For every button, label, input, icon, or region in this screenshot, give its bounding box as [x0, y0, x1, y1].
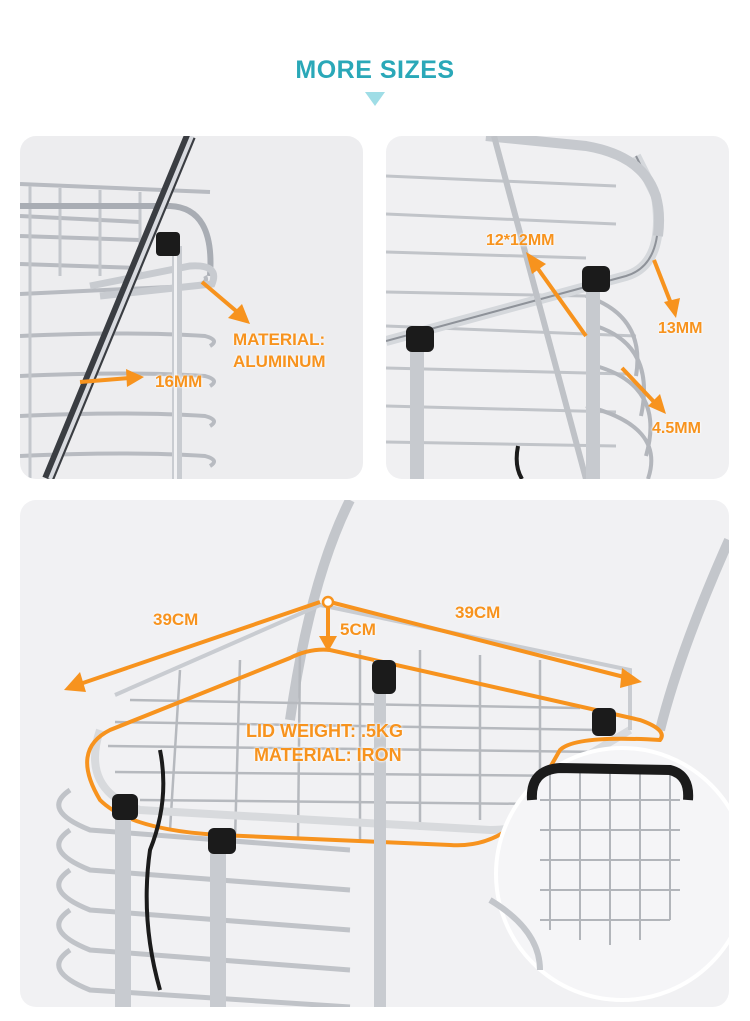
- frame-photo: [20, 136, 250, 479]
- grid-size-label: 12*12MM: [486, 232, 555, 249]
- photo-panel-frame-material: MATERIAL: ALUMINUM 16MM: [20, 136, 363, 479]
- lid-height-label: 5CM: [340, 620, 376, 639]
- material-label-line1: MATERIAL:: [233, 330, 326, 349]
- tube-size-label: 16MM: [155, 372, 203, 391]
- rim-size-label: 13MM: [658, 320, 703, 337]
- photo-panel-lid-dimensions: 39CM 39CM 5CM LID WEIGHT: .5KG MATERIAL:…: [20, 500, 729, 1007]
- width-right-label: 39CM: [455, 603, 501, 622]
- lid-photo: [56, 500, 729, 1007]
- down-triangle-icon: [365, 92, 385, 106]
- wire-size-label: 4.5MM: [652, 420, 701, 437]
- material-label-line2: ALUMINUM: [233, 352, 326, 371]
- lid-weight-label: LID WEIGHT: .5KG: [246, 721, 403, 741]
- photo-panel-wire-sizes: 12*12MM 13MM 4.5MM: [386, 136, 729, 479]
- rim-photo: [386, 136, 680, 479]
- lid-material-label: MATERIAL: IRON: [254, 745, 402, 765]
- section-title: MORE SIZES: [295, 56, 455, 84]
- width-left-label: 39CM: [153, 610, 199, 629]
